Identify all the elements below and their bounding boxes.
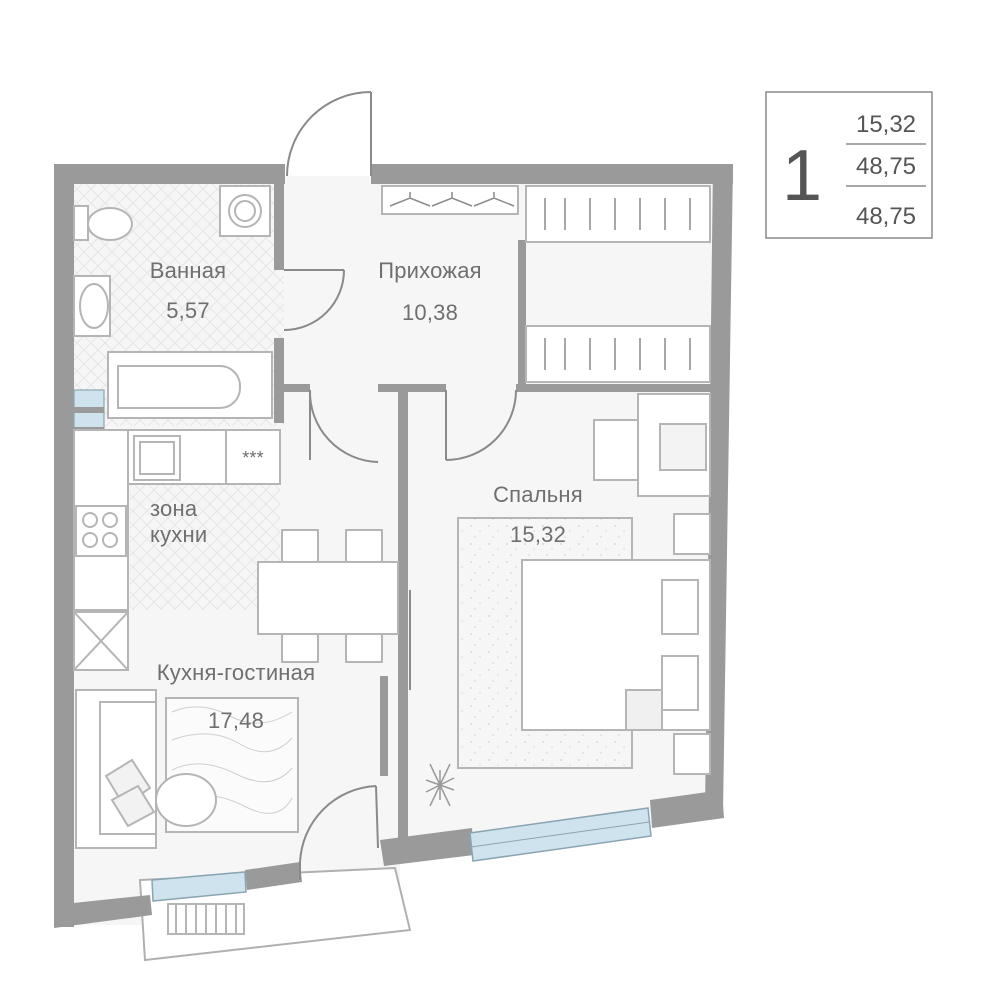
bathroom-fixtures [73, 185, 273, 419]
bed [521, 559, 711, 731]
total-area-with-balcony: 48,75 [856, 203, 916, 230]
room-labels: Ванная 5,57 Прихожая 10,38 Спальня 15,32… [150, 258, 583, 733]
coffee-table [155, 773, 217, 827]
desk [593, 393, 711, 497]
room-area-bathroom: 5,57 [166, 298, 210, 323]
doors [283, 91, 517, 880]
radiator-icon [167, 903, 245, 935]
dining-table [257, 529, 399, 663]
living-furniture [75, 689, 299, 935]
room-name-bathroom: Ванная [150, 258, 227, 283]
room-name-kitchen-zone-1: зона [150, 496, 198, 521]
hallway-furniture [381, 185, 711, 383]
nightstand [673, 733, 711, 775]
bedroom-furniture [425, 393, 711, 807]
living-area: 15,32 [856, 111, 916, 138]
kitchen-furniture [73, 429, 399, 671]
room-name-kitchen-zone-2: кухни [150, 522, 207, 547]
stove-icon [225, 429, 281, 485]
rooms-count: 1 [782, 136, 822, 216]
stove-label: *** [242, 448, 264, 468]
plant-icon [425, 763, 455, 807]
sink-icon [73, 275, 111, 337]
hob-icon [75, 505, 127, 557]
interior-walls [274, 180, 716, 839]
total-area: 48,75 [856, 153, 916, 180]
fridge-icon [73, 611, 129, 671]
room-name-living-kitchen: Кухня-гостиная [157, 660, 315, 685]
room-name-bedroom: Спальня [493, 482, 583, 507]
info-box: 1 15,32 48,75 48,75 [765, 91, 933, 239]
room-name-hallway: Прихожая [378, 258, 482, 283]
nightstand [673, 513, 711, 555]
washing-machine-icon [219, 185, 271, 237]
exterior-walls [54, 164, 733, 928]
sofa [75, 689, 157, 849]
room-area-bedroom: 15,32 [510, 522, 566, 547]
room-area-living-kitchen: 17,48 [208, 708, 264, 733]
bathtub-icon [107, 351, 273, 419]
room-area-hallway: 10,38 [402, 300, 458, 325]
toilet-icon [73, 205, 133, 241]
